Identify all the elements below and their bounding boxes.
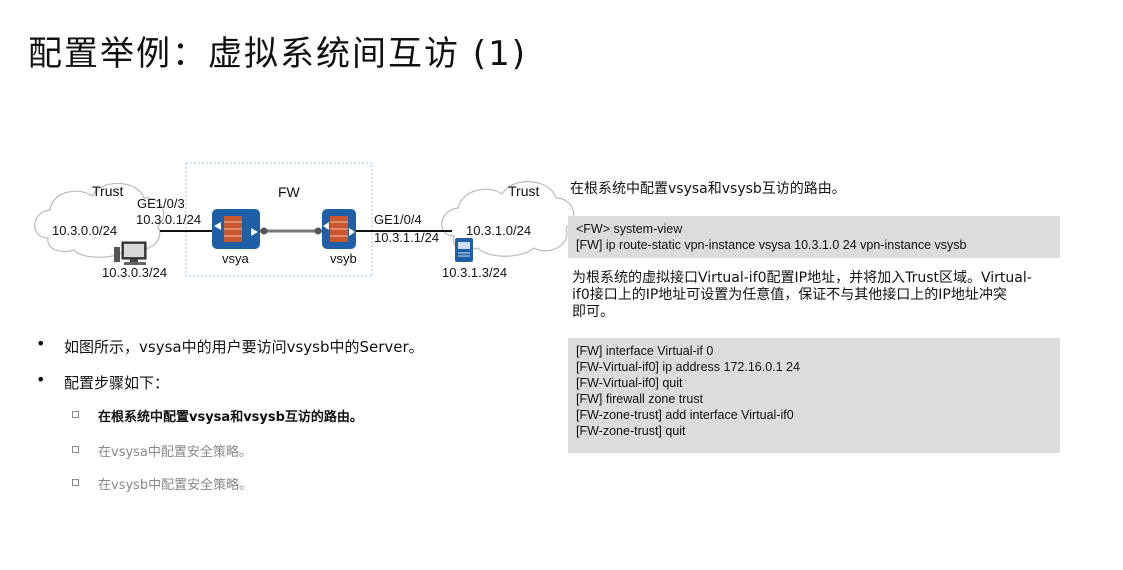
vsya-firewall-icon [212,209,260,249]
left-subnet-label: 10.3.0.0/24 [52,223,117,238]
right-subnet-label: 10.3.1.0/24 [466,223,531,238]
square-bullet-icon [72,479,79,486]
page-title: 配置举例：虚拟系统间互访 (1) [28,34,527,74]
right-zone-label: Trust [508,183,539,199]
server-icon [455,238,473,262]
code-line: [FW] interface Virtual-if 0 [576,344,714,358]
code-line: [FW] ip route-static vpn-instance vsysa … [576,238,967,252]
link-dot-left [260,227,268,235]
sub-step-text: 在vsysa中配置安全策略。 [98,445,252,460]
bullet-dot: • [36,370,46,389]
square-bullet-icon [72,411,79,418]
sub-step-text: 在vsysb中配置安全策略。 [98,478,253,493]
left-host-label: 10.3.0.3/24 [102,265,167,280]
right-host-label: 10.3.1.3/24 [442,265,507,280]
code-line: [FW-zone-trust] add interface Virtual-if… [576,408,794,422]
virtual-if-paragraph: 为根系统的虚拟接口Virtual-if0配置IP地址，并将加入Trust区域。V… [572,270,1032,321]
left-zone-label: Trust [92,183,123,199]
code-line: <FW> system-view [576,222,683,236]
sub-step-text: 在根系统中配置vsysa和vsysb互访的路由。 [98,410,363,425]
link-dot-right [314,227,322,235]
route-heading: 在根系统中配置vsysa和vsysb互访的路由。 [570,181,846,197]
right-interface-name: GE1/0/4 [374,212,422,227]
code-line: [FW] firewall zone trust [576,392,704,406]
paragraph-line: 即可。 [572,304,614,320]
vsyb-label: vsyb [330,251,357,266]
bullet-text: 配置步骤如下： [64,374,170,392]
right-interface-ip: 10.3.1.1/24 [374,230,439,245]
left-interface-name: GE1/0/3 [137,196,185,211]
code-line: [FW-Virtual-if0] ip address 172.16.0.1 2… [576,360,800,374]
bullet-dot: • [36,334,46,353]
paragraph-line: 为根系统的虚拟接口Virtual-if0配置IP地址，并将加入Trust区域。V… [572,270,1032,286]
left-trust-cloud [34,182,165,258]
vsya-label: vsya [222,251,250,266]
fw-boundary [185,162,373,277]
right-trust-cloud [441,181,575,257]
fw-label: FW [278,184,301,200]
pc-icon [114,241,147,265]
bullet-text: 如图所示，vsysa中的用户要访问vsysb中的Server。 [64,338,424,356]
code-block-route: <FW> system-view [FW] ip route-static vp… [568,216,1060,258]
code-line: [FW-zone-trust] quit [576,424,686,438]
vsyb-firewall-icon [322,209,356,249]
code-line: [FW-Virtual-if0] quit [576,376,683,390]
left-interface-ip: 10.3.0.1/24 [136,212,201,227]
code-block-virtual-if: [FW] interface Virtual-if 0 [FW-Virtual-… [568,338,1060,453]
paragraph-line: if0接口上的IP地址可设置为任意值，保证不与其他接口上的IP地址冲突 [572,287,1007,303]
square-bullet-icon [72,446,79,453]
